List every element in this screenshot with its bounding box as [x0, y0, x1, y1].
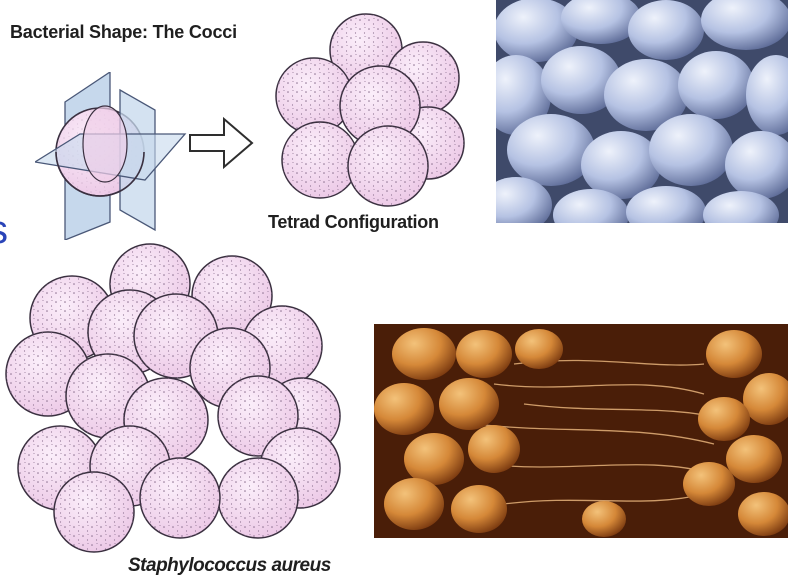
sem-photo-blue [496, 0, 788, 223]
staphylococcus-drawing [0, 236, 345, 556]
tetrad-cell [282, 122, 358, 198]
staphylococcus-label: Staphylococcus aureus [128, 555, 331, 577]
division-planes-diagram [35, 72, 195, 240]
tetrad-cell [348, 126, 428, 206]
tetrad-label: Tetrad Configuration [268, 212, 439, 233]
tetrad-cells [276, 14, 464, 206]
tetrad-drawing [268, 8, 468, 208]
diagram-title: Bacterial Shape: The Cocci [10, 22, 237, 43]
staph-cells [6, 244, 340, 552]
sem-photo-orange [374, 324, 788, 538]
staph-cell [218, 458, 298, 538]
staph-cell [54, 472, 134, 552]
staph-cell [140, 458, 220, 538]
right-arrow-icon [188, 115, 254, 171]
